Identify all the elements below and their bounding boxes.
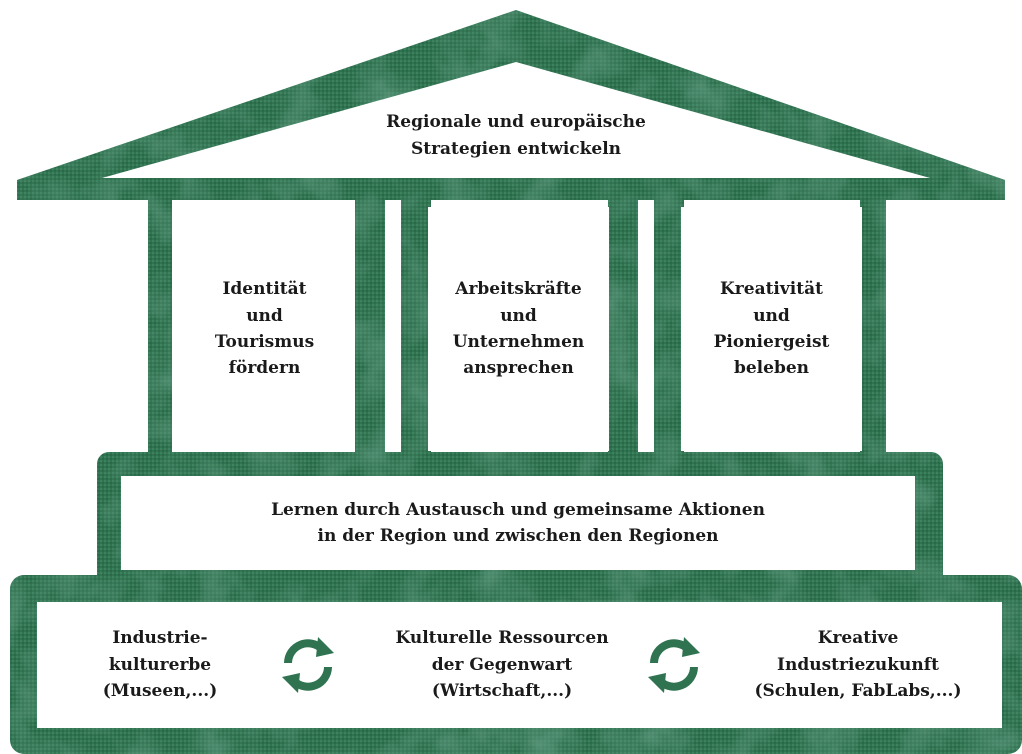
middle-line: Lernen durch Austausch und gemeinsame Ak… xyxy=(271,499,765,520)
roof-line: Strategien entwickeln xyxy=(410,138,622,159)
foundation-line: Kulturelle Ressourcen xyxy=(395,628,609,649)
cycle-arrows-icon xyxy=(282,637,334,693)
roof-line: Regionale und europäische xyxy=(386,112,646,133)
foundation-line: (Schulen, FabLabs,...) xyxy=(754,681,962,702)
pillar-line: Kreativität xyxy=(720,279,823,300)
pillar-workforce: Arbeitskräfte und Unternehmen ansprechen xyxy=(428,207,609,451)
foundation-line: (Wirtschaft,...) xyxy=(431,681,573,702)
foundation-future: Kreative Industriezukunft (Schulen, FabL… xyxy=(728,612,988,718)
middle-line: in der Region und zwischen den Regionen xyxy=(317,526,719,546)
pillar-line: Tourismus xyxy=(214,332,315,352)
pillar-line: ansprechen xyxy=(463,358,574,379)
foundation-heritage: Industrie- kulturerbe (Museen,...) xyxy=(60,612,260,718)
foundation-line: kulturerbe xyxy=(108,654,212,675)
pillar-line: beleben xyxy=(733,358,810,379)
foundation-line: der Gegenwart xyxy=(431,654,573,675)
pillar-line: Arbeitskräfte xyxy=(455,279,582,300)
pillar-line: Unternehmen xyxy=(452,332,585,352)
pillar-line: und xyxy=(246,305,283,326)
pillar-line: und xyxy=(753,305,790,326)
pillar-identity: Identität und Tourismus fördern xyxy=(174,207,355,451)
pillar-line: fördern xyxy=(228,358,301,379)
middle-learning-box: Lernen durch Austausch und gemeinsame Ak… xyxy=(121,476,915,570)
pillar-line: Pioniergeist xyxy=(713,332,830,352)
foundation-line: Industriezukunft xyxy=(777,654,939,675)
foundation-line: Industrie- xyxy=(112,628,208,649)
foundation-present: Kulturelle Ressourcen der Gegenwart (Wir… xyxy=(370,612,634,718)
pillar-line: Identität xyxy=(222,279,307,300)
pillar-creativity: Kreativität und Pioniergeist beleben xyxy=(681,207,862,451)
pillar-line: und xyxy=(500,305,537,326)
cycle-arrows-icon xyxy=(648,637,700,693)
foundation-line: (Museen,...) xyxy=(102,681,218,702)
foundation-box xyxy=(37,602,1002,728)
roof-label: Regionale und europäische Strategien ent… xyxy=(300,98,732,173)
foundation-line: Kreative xyxy=(817,628,899,649)
